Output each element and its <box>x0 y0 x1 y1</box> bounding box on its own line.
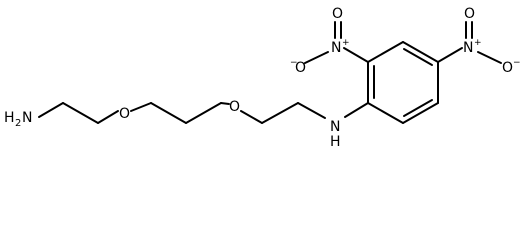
nitro1-n: N <box>331 40 341 56</box>
nitro2-n-charge: + <box>474 38 482 48</box>
ether-oxygen-2: O <box>229 99 240 115</box>
nitro1-o-left: O <box>295 60 306 76</box>
nitro1-o-left-charge: − <box>290 58 298 68</box>
nitro2-o-top: O <box>464 6 475 22</box>
bond-c6-c7 <box>261 102 299 124</box>
nitro2-o-right-charge: − <box>513 58 520 68</box>
molecule-diagram: H 2 N O O N H N + O − O N + O O − <box>4 6 520 148</box>
amine-left-sub: 2 <box>15 118 21 129</box>
bond-c3-c4 <box>150 102 187 124</box>
ring-bond-5 <box>402 102 439 124</box>
molecule-svg: H 2 N O O N H N + O − O N + O O − <box>4 6 520 148</box>
bond-c5-o2 <box>220 102 230 105</box>
nitro2-n: N <box>463 40 473 56</box>
amine-left-h: H <box>4 110 15 126</box>
bond-nh-ring <box>344 102 369 118</box>
bond-ring-nitro1 <box>343 47 369 63</box>
bond-nitro2-oright <box>477 51 502 64</box>
bond-c7-nh <box>297 102 326 119</box>
bond-o2-c6 <box>240 110 263 124</box>
ring-double-2 <box>403 48 433 66</box>
ring-bond-3 <box>402 41 439 63</box>
amine-nh-n: N <box>330 119 340 135</box>
bond-c4-c5 <box>185 102 222 124</box>
ring-bond-6 <box>367 102 404 124</box>
bond-ring-nitro2 <box>437 47 463 63</box>
bond-o1-c3 <box>130 102 152 112</box>
bond-c1-c2 <box>62 102 99 124</box>
ring-bond-2 <box>367 41 404 63</box>
bond-c2-o1 <box>97 110 119 124</box>
ether-oxygen-1: O <box>119 106 130 122</box>
amine-nh-h: H <box>330 134 341 148</box>
bond-n-c1 <box>38 102 64 118</box>
bond-nitro1-oleft <box>304 51 329 64</box>
amine-left-n: N <box>22 110 32 126</box>
nitro2-o-right: O <box>502 60 513 76</box>
nitro1-n-charge: + <box>342 38 350 48</box>
ring-double-3 <box>403 99 433 117</box>
nitro1-o-top: O <box>332 6 343 22</box>
